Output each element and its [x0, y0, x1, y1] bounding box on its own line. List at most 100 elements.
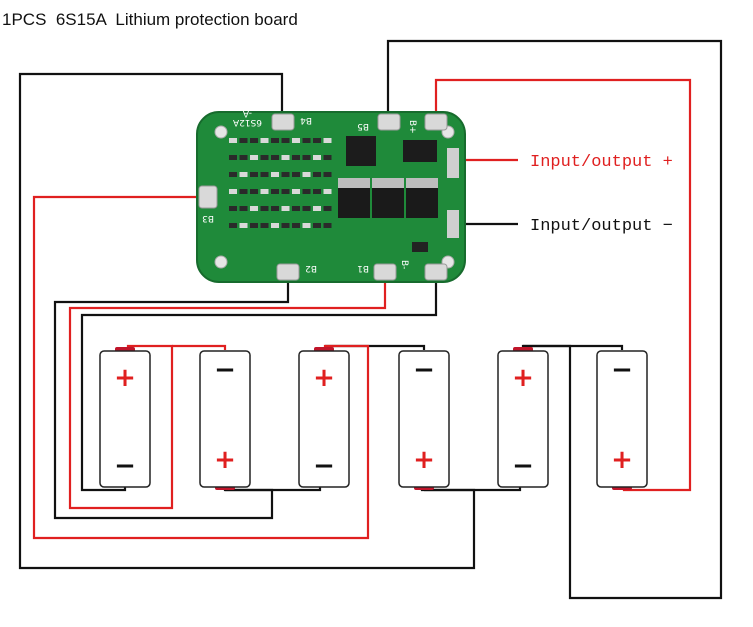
smd-component	[313, 206, 321, 211]
battery-cell: +−	[398, 350, 450, 490]
smd-component	[323, 172, 332, 177]
pin-header	[447, 210, 459, 238]
pad-label-b2: B2	[305, 263, 317, 273]
smd-component	[281, 206, 290, 211]
smd-component	[250, 138, 258, 143]
small-chip	[412, 242, 428, 252]
smd-component	[260, 206, 269, 211]
smd-component	[229, 189, 237, 194]
pin-header	[447, 148, 459, 178]
smd-component	[292, 172, 300, 177]
smd-component	[271, 172, 279, 177]
cell-body	[497, 350, 549, 488]
plus-sign: +	[114, 363, 136, 393]
pad-b3	[198, 185, 218, 209]
ic-chip	[346, 136, 376, 166]
mosfet	[406, 178, 438, 218]
board-suffix: -A	[242, 108, 252, 118]
wire-bminus	[80, 283, 438, 492]
component-array	[229, 138, 332, 228]
smd-component	[302, 206, 311, 211]
smd-component	[302, 223, 311, 228]
smd-component	[313, 223, 321, 228]
pad-b5	[377, 113, 401, 131]
smd-component	[229, 155, 237, 160]
output-positive-label: Input/output +	[530, 153, 673, 172]
pad-b4	[271, 113, 295, 131]
smd-component	[229, 206, 237, 211]
plus-sign: +	[512, 363, 534, 393]
board-substrate	[196, 111, 466, 283]
battery-cell: +−	[497, 347, 549, 488]
smd-component	[323, 206, 332, 211]
smd-component	[239, 138, 248, 143]
smd-component	[292, 189, 300, 194]
pad-label-b3: B3	[202, 213, 214, 223]
smd-component	[302, 155, 311, 160]
minus-sign: −	[611, 355, 633, 385]
protection-board: 6S12A -A B4 B5 B+ B3 B2 B1 B-	[196, 108, 466, 283]
minus-sign: −	[512, 451, 534, 481]
cell-body	[99, 350, 151, 488]
smd-component	[250, 223, 258, 228]
smd-component	[281, 223, 290, 228]
minus-sign: −	[313, 451, 335, 481]
cell-body	[398, 350, 450, 488]
smd-component	[302, 172, 311, 177]
smd-component	[229, 223, 237, 228]
smd-component	[271, 189, 279, 194]
cell-body	[596, 350, 648, 488]
smd-component	[260, 189, 269, 194]
smd-component	[292, 138, 300, 143]
cell-body	[298, 350, 350, 488]
smd-component	[239, 172, 248, 177]
smd-component	[313, 155, 321, 160]
smd-component	[239, 206, 248, 211]
battery-cells: +−+−+−+−+−+−	[99, 347, 648, 490]
smd-component	[271, 206, 279, 211]
ic-chip	[403, 140, 437, 162]
output-negative-label: Input/output −	[530, 217, 673, 236]
smd-component	[250, 155, 258, 160]
smd-component	[229, 138, 237, 143]
wire-b1	[68, 283, 387, 510]
page-title: 1PCS 6S15A Lithium protection board	[2, 10, 298, 29]
pad-label-b4: B4	[300, 115, 312, 125]
pad-label-bplus: B+	[407, 120, 417, 134]
smd-component	[271, 155, 279, 160]
wire-c1-c2	[172, 344, 227, 350]
pad-label-b5: B5	[357, 121, 369, 131]
smd-component	[260, 223, 269, 228]
smd-component	[292, 155, 300, 160]
cell-body	[199, 350, 251, 488]
smd-component	[239, 189, 248, 194]
plus-sign: +	[413, 445, 435, 475]
minus-sign: −	[413, 355, 435, 385]
mosfet	[372, 178, 404, 218]
pad-b2	[276, 263, 300, 281]
smd-component	[323, 155, 332, 160]
pad-bminus	[424, 263, 448, 281]
smd-component	[260, 138, 269, 143]
smd-component	[292, 223, 300, 228]
wire-b3	[32, 195, 370, 540]
smd-component	[323, 223, 332, 228]
smd-component	[313, 138, 321, 143]
plus-sign: +	[214, 445, 236, 475]
mounting-hole	[214, 255, 228, 269]
smd-component	[292, 206, 300, 211]
smd-component	[281, 138, 290, 143]
smd-component	[260, 172, 269, 177]
smd-component	[313, 172, 321, 177]
wire-bplus	[434, 78, 692, 492]
mosfet	[338, 178, 370, 218]
pad-label-b1: B1	[357, 263, 369, 273]
board-model: 6S12A	[232, 117, 262, 127]
smd-component	[323, 138, 332, 143]
smd-component	[271, 223, 279, 228]
battery-cell: +−	[596, 350, 648, 490]
battery-cell: +−	[99, 347, 151, 488]
battery-cell: +−	[199, 350, 251, 490]
smd-component	[281, 189, 290, 194]
